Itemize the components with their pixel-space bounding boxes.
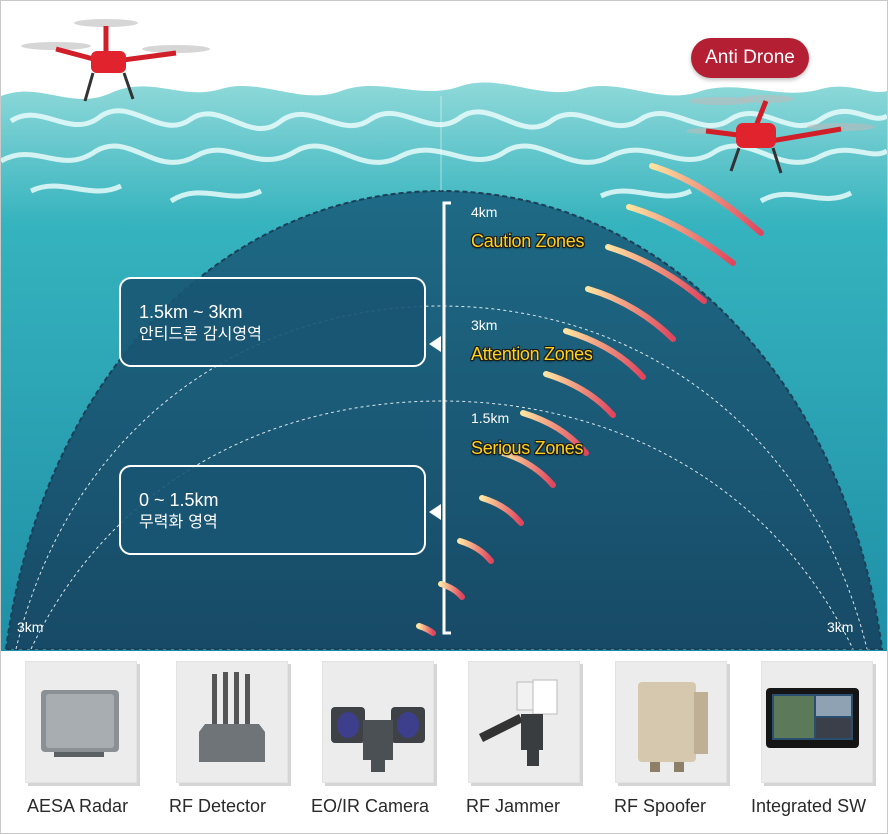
distance-3km: 3km [471,317,498,333]
anti-drone-badge: Anti Drone [691,38,809,78]
caution-zone-label: Caution Zones [471,231,585,251]
distance-4km: 4km [471,204,498,220]
monitor-icon [766,688,859,748]
rf-spoofer-label: RF Spoofer [614,796,707,816]
attention-zone-label: Attention Zones [471,344,593,364]
edge-label-right: 3km [827,619,854,635]
spoofer-box-icon [638,682,708,772]
monitoring-label: 안티드론 감시영역 [139,324,262,343]
eoir-camera-card [322,661,434,783]
drone-right-icon [686,95,875,174]
rf-detector-card [176,661,288,783]
dual-camera-icon [331,707,425,772]
rf-spoofer-card [615,661,727,783]
detection-scene: Anti Drone 1.5km ~ 3km 안티드론 감시영역 0 ~ 1.5… [1,1,887,651]
radar-panel-icon [41,690,119,757]
distance-1-5km: 1.5km [471,410,510,426]
eoir-camera-label: EO/IR Camera [311,796,430,816]
rf-jammer-card [468,661,580,783]
neutralize-label: 무력화 영역 [139,512,218,531]
antenna-box-icon [199,672,265,762]
integrated-sw-label: Integrated SW [751,796,867,816]
rf-detector-label: RF Detector [169,796,267,816]
rf-jammer-label: RF Jammer [466,796,560,816]
integrated-sw-card [761,661,873,783]
monitoring-zone-callout: 1.5km ~ 3km 안티드론 감시영역 [119,277,426,367]
callout-pointer-icon [429,504,441,520]
neutralize-range: 0 ~ 1.5km [139,490,219,510]
aesa-radar-label: AESA Radar [27,796,129,816]
edge-label-left: 3km [17,619,44,635]
jammer-icon [479,679,558,766]
callout-pointer-icon [429,336,441,352]
serious-zone-label: Serious Zones [471,438,584,458]
drone-left-icon [21,19,210,102]
monitoring-range: 1.5km ~ 3km [139,302,243,322]
aesa-radar-card [25,661,137,783]
neutralize-zone-callout: 0 ~ 1.5km 무력화 영역 [119,465,426,555]
